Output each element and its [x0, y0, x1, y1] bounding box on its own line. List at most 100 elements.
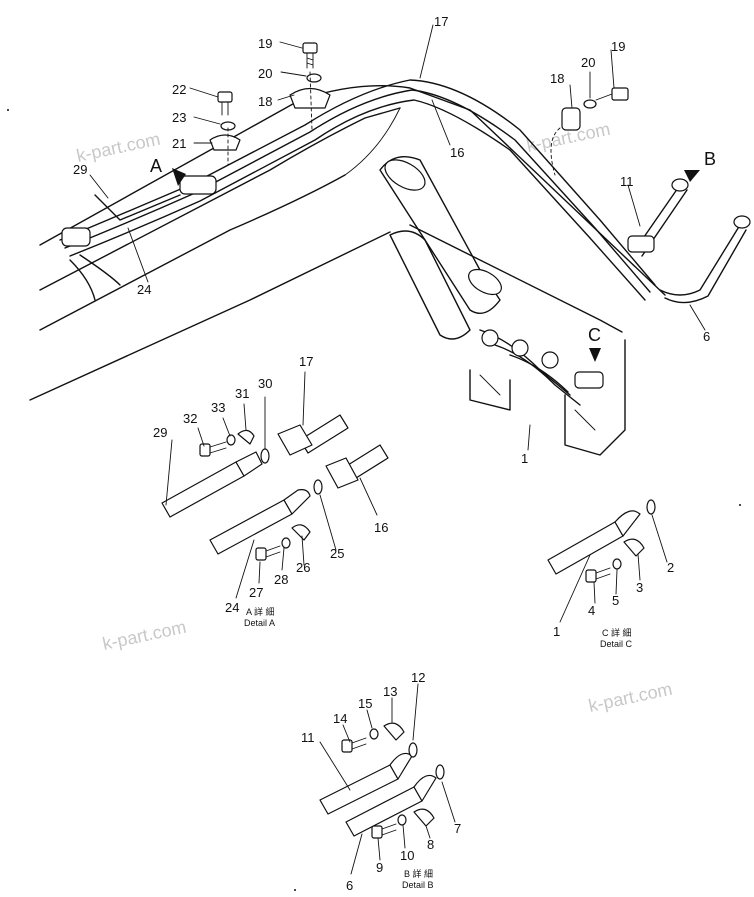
washer-33	[226, 434, 236, 446]
arrow-b	[684, 170, 700, 182]
hose-lower-b	[494, 344, 581, 406]
detail-a-leaders	[165, 371, 378, 599]
label-3: 3	[636, 580, 643, 595]
bolt-27	[255, 545, 281, 561]
hose-29-line	[94, 194, 181, 221]
leader-lines	[89, 24, 706, 451]
detail-c-leaders	[559, 514, 668, 623]
bolt-4	[585, 567, 611, 583]
arrow-c	[589, 348, 601, 362]
washer-15	[369, 728, 379, 740]
label-29: 29	[73, 162, 87, 177]
label-30: 30	[258, 376, 272, 391]
label-2: 2	[667, 560, 674, 575]
boom-assembly	[29, 24, 751, 456]
washer-5	[612, 558, 622, 570]
flange-16	[325, 457, 359, 489]
label-25: 25	[330, 546, 344, 561]
hose-fitting	[511, 339, 529, 357]
label-20: 20	[258, 66, 272, 81]
clamp-21	[209, 134, 241, 151]
detail-c-caption-jp: C 詳 細	[602, 627, 632, 638]
clamp-detail-a	[179, 175, 217, 195]
hose-6-outer	[664, 229, 747, 304]
bolt-19-left	[302, 42, 318, 69]
flange-17	[277, 424, 313, 456]
view-marker-c: C	[588, 325, 601, 345]
hose-6-fitting	[413, 774, 437, 802]
bolt-19-right	[595, 87, 629, 101]
watermark: k-part.com	[587, 679, 674, 716]
bolt-32	[199, 441, 227, 457]
label-19: 19	[611, 39, 625, 54]
alignment-line	[309, 71, 313, 131]
main-labels: 19 20 18 17 22 23 21 16 18 20 19 29 11 2…	[73, 14, 716, 466]
detail-a-caption-en: Detail A	[244, 618, 275, 628]
base-bracket-right	[564, 339, 626, 456]
scan-speck	[294, 889, 296, 891]
clamp-18-right	[561, 107, 581, 131]
cylinder-eye	[384, 159, 426, 191]
detail-a: 33 31 30 17 32 29 16 25 26 28 27 24 A 詳 …	[153, 354, 389, 628]
hose-11-end	[671, 178, 689, 192]
cylinder-collar	[468, 268, 502, 296]
detail-c-caption-en: Detail C	[600, 639, 633, 649]
label-7: 7	[454, 821, 461, 836]
label-31: 31	[235, 386, 249, 401]
label-13: 13	[383, 684, 397, 699]
label-17: 17	[299, 354, 313, 369]
alignment-line	[550, 127, 561, 176]
label-14: 14	[333, 711, 347, 726]
label-27: 27	[249, 585, 263, 600]
washer-20-right	[583, 99, 597, 109]
base-bracket-left	[469, 369, 511, 411]
hose-29	[161, 461, 245, 518]
hose-24-drop-2	[79, 254, 121, 286]
hose-24-drop	[69, 259, 96, 301]
o-ring-25	[313, 479, 323, 495]
watermark: k-part.com	[101, 617, 188, 654]
washer-20-left	[306, 73, 322, 83]
label-1: 1	[553, 624, 560, 639]
detail-b-caption-en: Detail B	[402, 880, 434, 890]
view-marker-a: A	[150, 156, 162, 176]
clamp-detail-c	[574, 371, 604, 389]
label-8: 8	[427, 837, 434, 852]
label-6: 6	[703, 329, 710, 344]
o-ring-12	[408, 742, 418, 758]
clamp-8	[413, 808, 435, 827]
clamp-26	[291, 524, 311, 541]
watermarks: k-part.com k-part.com k-part.com k-part.…	[75, 119, 674, 716]
hose-line-17	[59, 79, 656, 286]
bracket-detail	[479, 374, 596, 431]
label-29: 29	[153, 425, 167, 440]
hose-1	[547, 521, 624, 575]
hose-29-fitting	[235, 451, 263, 477]
hose-1-fitting	[614, 510, 641, 537]
detail-b: 12 13 15 14 11 7 8 10 9 6 B 詳 細 Detail B	[301, 670, 461, 893]
clamp-13	[383, 722, 405, 741]
hose-6	[659, 224, 741, 296]
bolt-22	[217, 91, 233, 116]
clamp-31	[237, 429, 255, 445]
scan-speck	[739, 504, 741, 506]
clamp-3	[623, 538, 645, 557]
label-32: 32	[183, 411, 197, 426]
hose-24-fitting	[283, 489, 311, 515]
hose-line	[69, 99, 646, 301]
label-28: 28	[274, 572, 288, 587]
scan-speck	[7, 109, 9, 111]
clamp-18	[289, 87, 331, 109]
boom-lower-edge	[39, 174, 346, 331]
label-26: 26	[296, 560, 310, 575]
detail-b-leaders	[319, 683, 456, 875]
detail-b-caption-jp: B 詳 細	[404, 868, 433, 879]
watermark: k-part.com	[75, 129, 162, 166]
washer-10	[397, 814, 407, 826]
label-17: 17	[434, 14, 448, 29]
label-22: 22	[172, 82, 186, 97]
hose-fitting	[481, 329, 499, 347]
label-18: 18	[550, 71, 564, 86]
